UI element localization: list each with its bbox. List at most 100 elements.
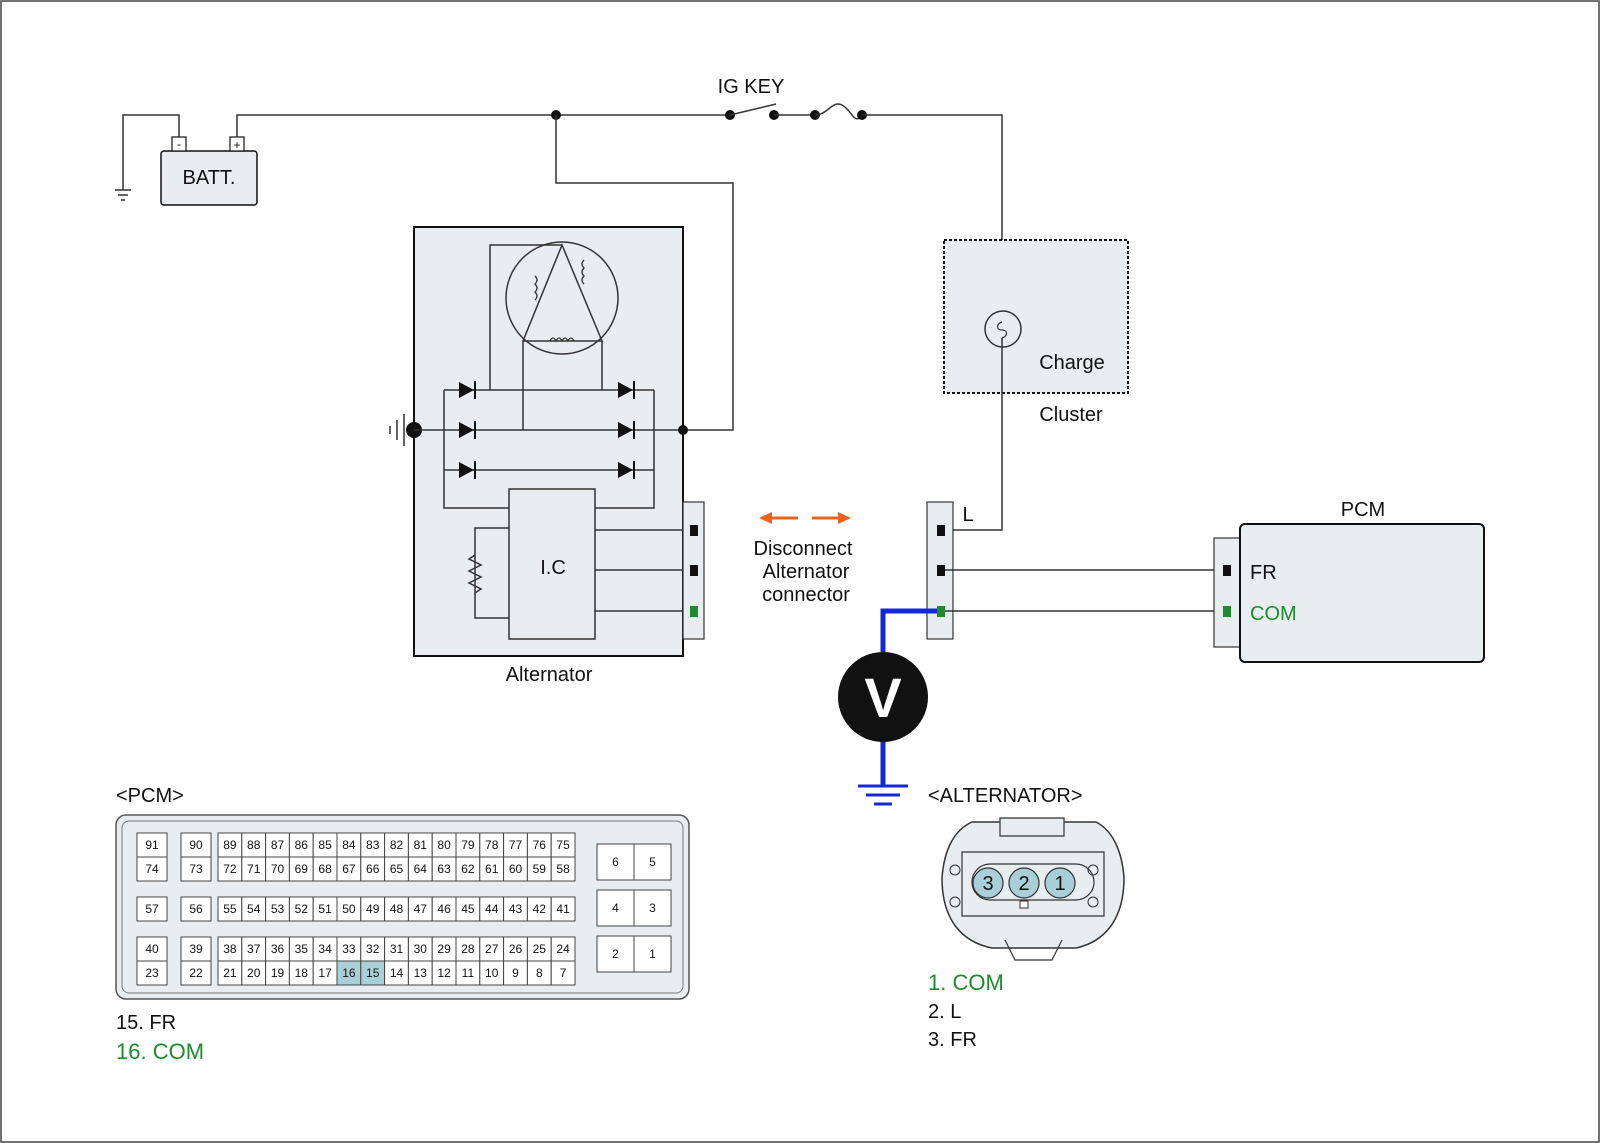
pcm-pin-number: 48 xyxy=(390,902,404,916)
pcm-pin-number: 88 xyxy=(247,838,261,852)
pcm-pin-cell xyxy=(136,856,168,882)
alt-pin-legend-2: 2. L xyxy=(928,1001,961,1023)
voltmeter-label: V xyxy=(864,666,901,729)
pcm-pin-number: 13 xyxy=(414,966,428,980)
pcm-pin-number: 19 xyxy=(271,966,285,980)
pcm-pin-number: 79 xyxy=(461,838,475,852)
pcm-pin-number: 46 xyxy=(437,902,451,916)
alternator-connector-face: 3 2 1 xyxy=(941,817,1125,961)
pcm-pin-number: 10 xyxy=(485,966,499,980)
pcm-pin-number: 38 xyxy=(223,942,237,956)
pcm-pin-number: 8 xyxy=(536,966,543,980)
pcm-pin-number: 27 xyxy=(485,942,499,956)
harness-l-label: L xyxy=(962,504,973,526)
pcm-pin-number: 78 xyxy=(485,838,499,852)
pcm-pin-number: 89 xyxy=(223,838,237,852)
pcm-pin-cell xyxy=(136,896,168,922)
battery-neg-label: - xyxy=(177,137,181,151)
battery-pos-label: + xyxy=(233,138,240,152)
pcm-pin-cell xyxy=(550,960,576,986)
pcm-pin-cell xyxy=(596,843,635,881)
pcm-pin-number: 87 xyxy=(271,838,285,852)
pcm-com-label: COM xyxy=(1250,603,1297,625)
alt-pin-legend-3: 3. FR xyxy=(928,1029,977,1051)
pcm-pin-number: 3 xyxy=(649,901,656,915)
pcm-pin-number: 18 xyxy=(295,966,309,980)
pcm-pin-number: 28 xyxy=(461,942,475,956)
pcm-pin-number: 36 xyxy=(271,942,285,956)
pcm-pin-number: 82 xyxy=(390,838,404,852)
pcm-pin-cell xyxy=(136,832,168,858)
pcm-pin-number: 43 xyxy=(509,902,523,916)
pcm-fr-label: FR xyxy=(1250,562,1277,584)
pcm-pin-number: 44 xyxy=(485,902,499,916)
pcm-pin-number: 29 xyxy=(437,942,451,956)
pcm-pin-number: 72 xyxy=(223,862,237,876)
instruction-line-2: Alternator xyxy=(763,561,850,583)
pcm-pin-number: 7 xyxy=(560,966,567,980)
pcm-pin-number: 21 xyxy=(223,966,237,980)
pcm-pin-number: 59 xyxy=(533,862,547,876)
ig-key-label: IG KEY xyxy=(718,76,785,98)
voltmeter-ground-icon xyxy=(858,784,908,806)
voltmeter: V xyxy=(838,652,928,742)
pcm-pin-number: 80 xyxy=(437,838,451,852)
pcm-pin-number: 57 xyxy=(145,902,159,916)
pcm-pin-cell xyxy=(550,856,576,882)
pcm-pin-number: 85 xyxy=(318,838,332,852)
ic-label: I.C xyxy=(540,557,566,579)
pcm-pin-cell xyxy=(596,889,635,927)
pcm-pin-number: 64 xyxy=(414,862,428,876)
pcm-pin-cell xyxy=(633,889,672,927)
pcm-pin-number: 12 xyxy=(437,966,451,980)
pcm-pin-number: 41 xyxy=(556,902,570,916)
alternator: I.C Alternator xyxy=(389,226,688,686)
pcm-pin-number: 65 xyxy=(390,862,404,876)
pcm-pin-number: 17 xyxy=(318,966,332,980)
pcm-pin-number: 69 xyxy=(295,862,309,876)
pcm-pin-number: 25 xyxy=(533,942,547,956)
pcm-module: PCM FR COM xyxy=(1213,499,1485,663)
alternator-side-connector xyxy=(682,501,705,640)
pcm-pin-number: 30 xyxy=(414,942,428,956)
pcm-pin-number: 58 xyxy=(556,862,570,876)
pcm-pin-number: 31 xyxy=(390,942,404,956)
pcm-pin-legend-2: 16. COM xyxy=(116,1039,204,1064)
pcm-label: PCM xyxy=(1341,499,1385,521)
pcm-pin-number: 45 xyxy=(461,902,475,916)
pcm-pin-number: 6 xyxy=(612,855,619,869)
pcm-pin-number: 26 xyxy=(509,942,523,956)
battery: - + BATT. xyxy=(160,136,258,206)
pcm-pin-number: 81 xyxy=(414,838,428,852)
pcm-pin-number: 16 xyxy=(342,966,356,980)
alt-pin-1: 1 xyxy=(1054,873,1065,895)
alt-pin-2: 2 xyxy=(1018,873,1029,895)
pcm-pin-number: 15 xyxy=(366,966,380,980)
pcm-pin-number: 90 xyxy=(189,838,203,852)
pcm-pin-number: 37 xyxy=(247,942,261,956)
pcm-pin-number: 51 xyxy=(318,902,332,916)
pcm-pin-number: 75 xyxy=(556,838,570,852)
pcm-pin-number: 74 xyxy=(145,862,159,876)
cluster: Charge Cluster xyxy=(943,239,1129,426)
pcm-pin-number: 77 xyxy=(509,838,523,852)
pcm-pin-number: 34 xyxy=(318,942,332,956)
pcm-pin-cell xyxy=(596,935,635,973)
alternator-ground-icon xyxy=(389,414,405,446)
pcm-pin-number: 33 xyxy=(342,942,356,956)
pcm-pin-cell xyxy=(633,935,672,973)
pcm-pin-number: 70 xyxy=(271,862,285,876)
pcm-pin-number: 5 xyxy=(649,855,656,869)
cluster-label: Cluster xyxy=(1039,404,1103,426)
pcm-pin-number: 91 xyxy=(145,838,159,852)
pcm-pin-legend-1: 15. FR xyxy=(116,1012,176,1034)
pcm-connector-title: <PCM> xyxy=(116,785,184,807)
disconnect-arrows xyxy=(759,512,851,524)
diode-icon xyxy=(459,381,635,479)
pcm-pin-cell xyxy=(180,896,212,922)
pcm-pin-number: 55 xyxy=(223,902,237,916)
pcm-pin-number: 76 xyxy=(533,838,547,852)
pcm-pin-number: 73 xyxy=(189,862,203,876)
